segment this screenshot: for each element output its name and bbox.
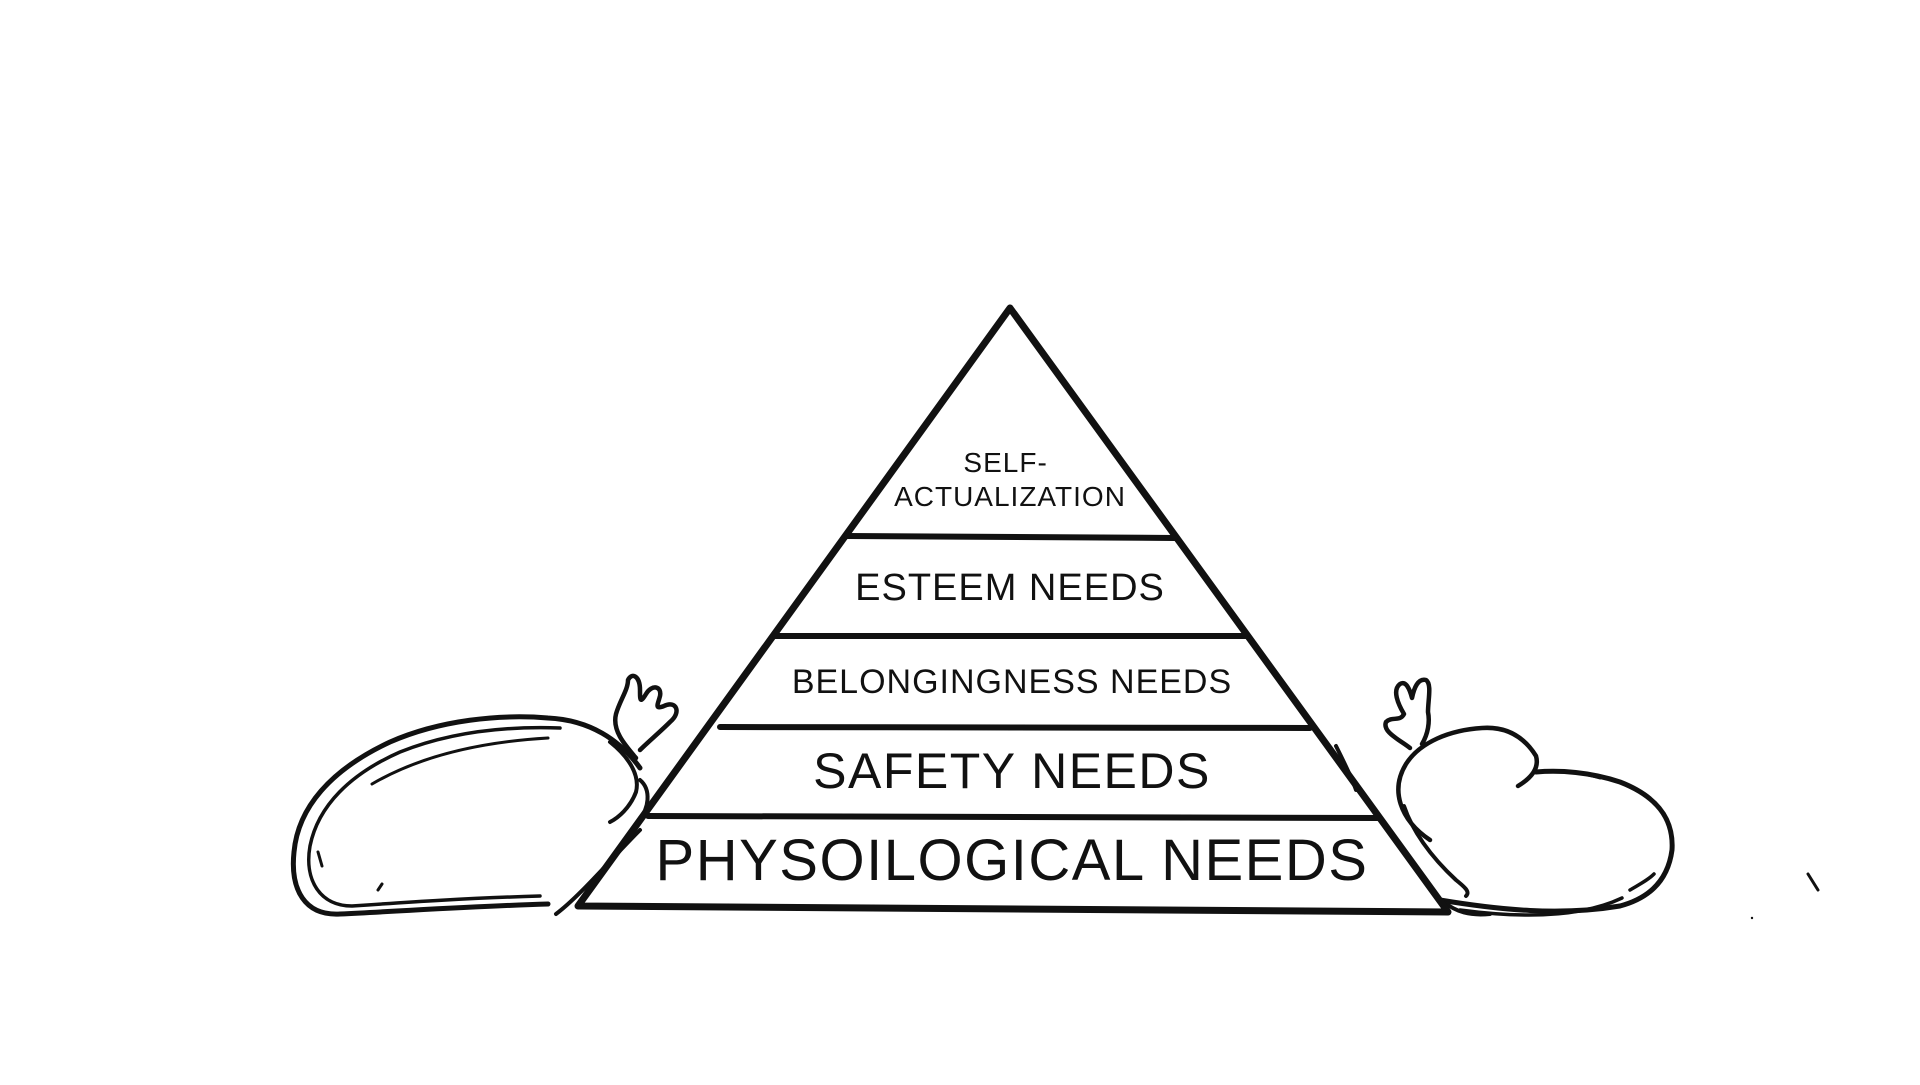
- label-self-actualization-line-2: ACTUALIZATION: [894, 481, 1126, 512]
- pyramid: [574, 304, 1452, 916]
- left-creature-hand: [612, 673, 679, 761]
- right-stray-dot: [1750, 916, 1754, 920]
- right-creature-tail: [1628, 872, 1656, 892]
- tier-divider-3: [717, 724, 1313, 731]
- right-creature-body-inner: [1458, 896, 1624, 917]
- right-creature-hand: [1383, 677, 1432, 751]
- label-self-actualization-line-1: SELF-: [963, 447, 1047, 478]
- left-creature-mark-1: [316, 850, 324, 868]
- right-creature-foot: [1442, 900, 1492, 917]
- right-stray-mark: [1806, 872, 1820, 892]
- right-creature-arm: [1402, 804, 1470, 898]
- pyramid-labels: SELF- ACTUALIZATION ESTEEM NEEDS BELONGI…: [656, 447, 1369, 893]
- pyramid-outline: [574, 304, 1452, 916]
- tier-divider-4: [645, 813, 1381, 821]
- left-creature-body-outer: [290, 714, 643, 917]
- tier-divider-1: [844, 533, 1178, 541]
- label-physiological-needs: PHYSOILOGICAL NEEDS: [656, 828, 1369, 893]
- right-creature-back-stroke: [1538, 769, 1602, 780]
- label-self-actualization: SELF- ACTUALIZATION: [894, 447, 1126, 512]
- right-creature-body-outer: [1437, 768, 1675, 914]
- label-esteem-needs: ESTEEM NEEDS: [855, 567, 1165, 609]
- left-creature-mark-2: [376, 882, 384, 892]
- left-creature-doodle: [290, 673, 679, 917]
- right-creature-head: [1396, 725, 1540, 843]
- left-creature-body-inner: [307, 725, 562, 908]
- left-creature-back-stroke: [370, 736, 550, 786]
- label-safety-needs: SAFETY NEEDS: [813, 743, 1211, 799]
- right-creature-doodle: [1334, 677, 1820, 920]
- left-creature-arm: [608, 740, 639, 824]
- label-belongingness-needs: BELONGINGNESS NEEDS: [792, 663, 1232, 701]
